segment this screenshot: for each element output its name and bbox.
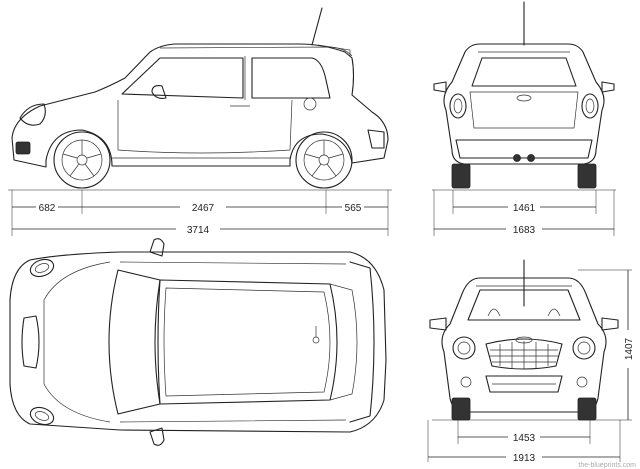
dim-overall-width-front: 1913: [513, 453, 536, 464]
side-rear-wheel: [295, 131, 353, 189]
side-dimensions: 682 2467 565 3714: [11, 190, 389, 236]
rear-mirrors: [433, 81, 615, 93]
front-windscreen: [467, 289, 581, 321]
rear-lights: [449, 93, 599, 119]
side-rear-window: [251, 57, 331, 99]
rear-exhausts: [513, 154, 535, 162]
side-rear-light: [367, 129, 385, 149]
side-front-intake: [15, 141, 31, 155]
rear-right-tyre: [577, 163, 597, 189]
front-grille-mesh: [490, 341, 558, 369]
top-mirror-right: [149, 427, 165, 446]
side-roof-line: [159, 46, 353, 57]
dim-rear-overhang: 565: [345, 203, 362, 214]
dim-height: 1407: [624, 337, 635, 360]
top-hood-scoop: [21, 315, 40, 369]
top-mirror-left: [149, 238, 165, 257]
front-view: [429, 259, 632, 421]
side-antenna: [311, 7, 323, 46]
dim-front-track: 1453: [513, 433, 536, 444]
rear-view: [432, 1, 616, 191]
side-front-window: [121, 57, 244, 99]
watermark: the-blueprints.com: [578, 462, 636, 469]
front-mirrors: [429, 317, 619, 331]
side-front-wheel: [53, 131, 111, 189]
side-view: [8, 7, 392, 191]
top-roof-panel: [163, 287, 331, 397]
front-grille: [485, 338, 563, 370]
front-lower-intake: [485, 375, 563, 393]
rear-tailgate: [469, 91, 579, 129]
top-view: [9, 238, 387, 446]
front-left-tyre: [451, 397, 471, 421]
top-hood-line: [43, 261, 111, 423]
dim-overall-length: 3714: [187, 225, 210, 236]
side-headlight: [19, 103, 46, 126]
rear-bumper: [455, 139, 593, 159]
top-windscreen: [108, 269, 161, 415]
rear-window: [471, 57, 577, 87]
side-mirror: [151, 85, 167, 99]
top-side-lines: [119, 261, 347, 423]
top-roof: [157, 279, 338, 405]
side-body-outline: [11, 43, 389, 168]
dim-rear-track: 1461: [513, 203, 536, 214]
front-fog-right: [576, 376, 588, 388]
side-spoiler: [317, 44, 351, 56]
top-rear-window: [329, 283, 358, 401]
top-body-outline: [9, 251, 387, 433]
side-fuel-cap: [303, 97, 317, 111]
dim-wheelbase: 2467: [192, 203, 215, 214]
rear-badge: [516, 94, 532, 102]
side-door-line: [117, 99, 293, 154]
front-seats: [487, 308, 561, 317]
front-headlights: [452, 336, 596, 360]
front-right-tyre: [577, 397, 597, 421]
front-dimensions: 1453 1913 1407: [427, 270, 635, 464]
dim-overall-width-rear: 1683: [513, 225, 536, 236]
rear-dimensions: 1461 1683: [433, 190, 615, 236]
dim-front-overhang: 682: [39, 203, 56, 214]
top-headlights: [29, 258, 55, 426]
top-antenna-base: [312, 336, 320, 344]
top-spoiler: [349, 261, 375, 423]
front-fog-left: [460, 376, 472, 388]
rear-left-tyre: [451, 163, 471, 189]
rear-body-outline: [443, 43, 605, 165]
